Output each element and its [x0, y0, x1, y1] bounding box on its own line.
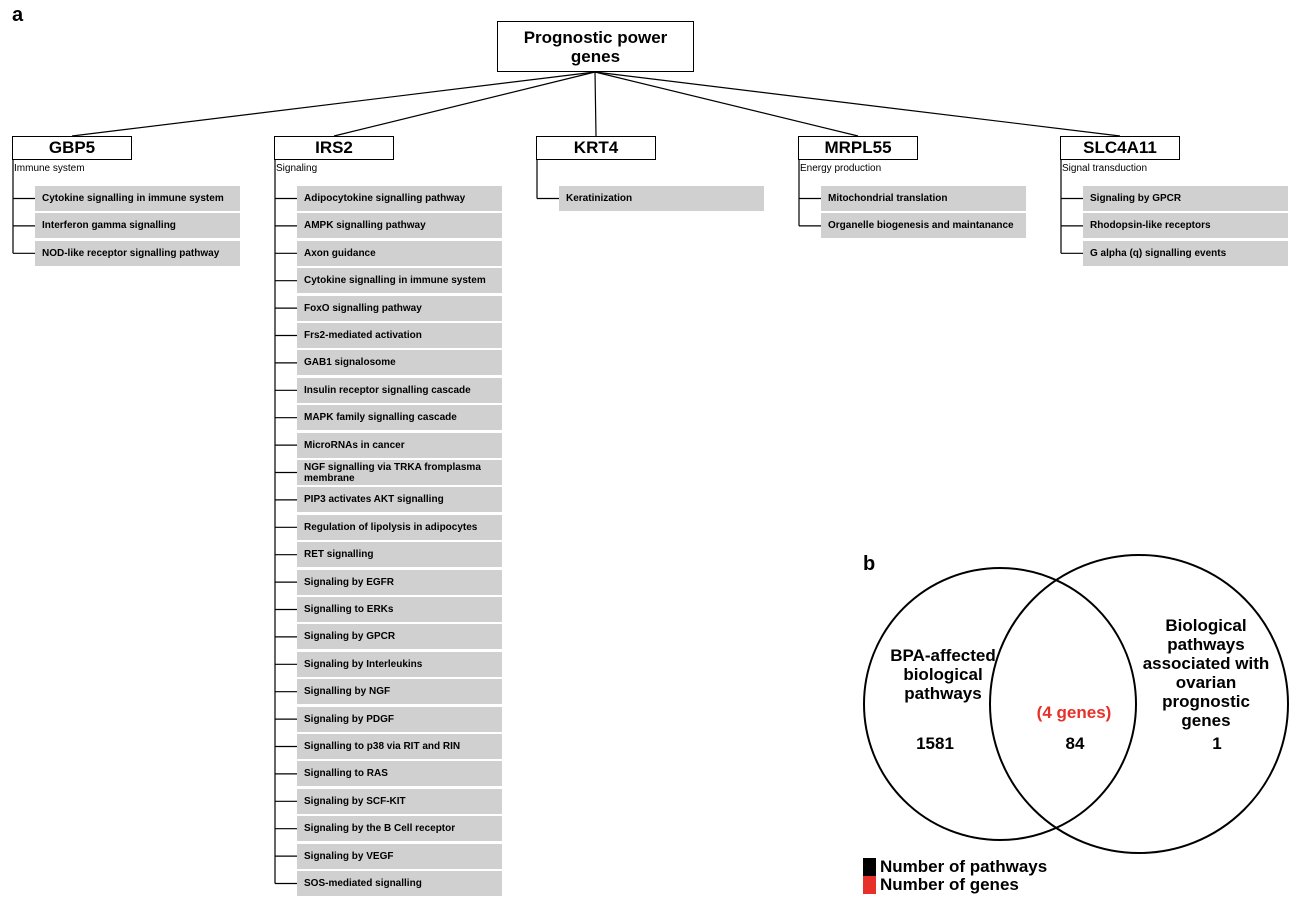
venn-overlap-genes: (4 genes) — [1036, 703, 1112, 722]
root-connector-slc4a11 — [594, 71, 1121, 137]
pathway-irs2-17: Signaling by Interleukins — [297, 651, 502, 677]
root-connector-gbp5 — [71, 71, 596, 137]
pathway-irs2-3: Cytokine signalling in immune system — [297, 268, 502, 294]
venn-overlap-count: 84 — [1065, 734, 1085, 753]
gene-box-gbp5: GBP5 — [12, 136, 132, 160]
pathway-irs2-21: Signalling to RAS — [297, 761, 502, 787]
pathway-irs2-2: Axon guidance — [297, 240, 502, 266]
pathway-gbp5-1: Interferon gamma signalling — [35, 213, 240, 239]
gene-box-slc4a11: SLC4A11 — [1060, 136, 1180, 160]
venn-right-count: 1 — [1212, 734, 1222, 753]
pathway-slc4a11-0: Signaling by GPCR — [1083, 186, 1288, 211]
legend-label-genes: Number of genes — [880, 875, 1019, 894]
panel-b-label: b — [863, 553, 876, 575]
pathway-slc4a11-1: Rhodopsin-like receptors — [1083, 213, 1288, 239]
pathway-irs2-11: PIP3 activates AKT signalling — [297, 487, 502, 513]
pathway-irs2-4: FoxO signalling pathway — [297, 295, 502, 321]
gene-box-krt4: KRT4 — [536, 136, 656, 160]
pathway-irs2-19: Signaling by PDGF — [297, 706, 502, 732]
root-connector-krt4 — [594, 71, 597, 137]
venn-left-count: 1581 — [916, 734, 954, 753]
pathway-irs2-25: SOS-mediated signalling — [297, 871, 502, 896]
pathway-irs2-16: Signaling by GPCR — [297, 624, 502, 650]
venn-left-label: BPA-affected biological pathways — [890, 646, 996, 703]
pathway-mrpl55-1: Organelle biogenesis and maintanance — [821, 213, 1026, 239]
legend: Number of pathways Number of genes — [863, 858, 1047, 894]
pathway-irs2-18: Signalling by NGF — [297, 679, 502, 705]
pathway-mrpl55-0: Mitochondrial translation — [821, 186, 1026, 211]
venn-left-circle — [863, 567, 1137, 841]
root-node: Prognostic power genes — [497, 21, 694, 72]
legend-item-pathways: Number of pathways — [863, 858, 1047, 876]
pathway-irs2-14: Signaling by EGFR — [297, 569, 502, 595]
pathway-irs2-23: Signaling by the B Cell receptor — [297, 816, 502, 842]
pathway-irs2-13: RET signalling — [297, 542, 502, 568]
pathway-krt4-0: Keratinization — [559, 186, 764, 211]
legend-swatch-genes — [863, 876, 876, 894]
pathway-irs2-24: Signaling by VEGF — [297, 843, 502, 869]
legend-item-genes: Number of genes — [863, 876, 1047, 894]
pathway-gbp5-0: Cytokine signalling in immune system — [35, 186, 240, 211]
gene-box-mrpl55: MRPL55 — [798, 136, 918, 160]
root-connector-irs2 — [333, 71, 596, 137]
pathway-irs2-5: Frs2-mediated activation — [297, 323, 502, 348]
pathway-irs2-1: AMPK signalling pathway — [297, 213, 502, 239]
category-slc4a11: Signal transduction — [1062, 163, 1148, 174]
category-irs2: Signaling — [276, 163, 318, 174]
legend-swatch-pathways — [863, 858, 876, 876]
pathway-irs2-0: Adipocytokine signalling pathway — [297, 186, 502, 211]
pathway-irs2-22: Signaling by SCF-KIT — [297, 788, 502, 814]
panel-a-label: a — [12, 4, 24, 26]
pathway-irs2-7: Insulin receptor signalling cascade — [297, 377, 502, 403]
legend-label-pathways: Number of pathways — [880, 857, 1048, 876]
pathway-irs2-8: MAPK family signalling cascade — [297, 405, 502, 431]
pathway-gbp5-2: NOD-like receptor signalling pathway — [35, 240, 240, 266]
pathway-slc4a11-2: G alpha (q) signalling events — [1083, 240, 1288, 266]
venn-right-circle — [989, 554, 1289, 854]
pathway-irs2-9: MicroRNAs in cancer — [297, 432, 502, 458]
pathway-irs2-15: Signalling to ERKs — [297, 597, 502, 622]
category-mrpl55: Energy production — [800, 163, 882, 174]
category-gbp5: Immune system — [14, 163, 85, 174]
gene-box-irs2: IRS2 — [274, 136, 394, 160]
pathway-irs2-6: GAB1 signalosome — [297, 350, 502, 376]
venn-right-label: Biological pathways associated with ovar… — [1142, 616, 1270, 730]
pathway-irs2-20: Signalling to p38 via RIT and RIN — [297, 734, 502, 759]
pathway-irs2-10: NGF signalling via TRKA fromplasma membr… — [297, 460, 502, 485]
pathway-irs2-12: Regulation of lipolysis in adipocytes — [297, 514, 502, 540]
root-connector-mrpl55 — [594, 71, 859, 137]
